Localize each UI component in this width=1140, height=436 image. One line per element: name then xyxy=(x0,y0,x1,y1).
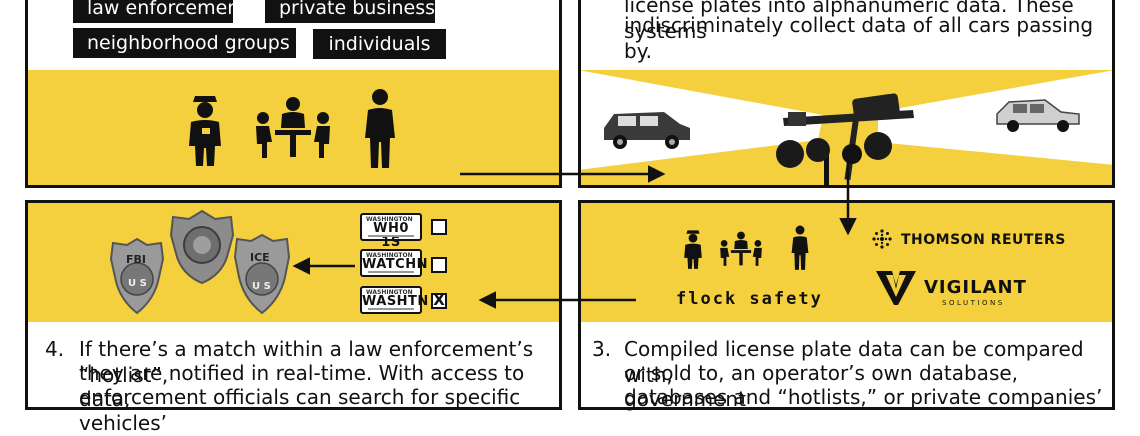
camera-icon xyxy=(776,93,900,168)
ice-badge-icon xyxy=(233,233,291,315)
globe-icon xyxy=(872,229,892,249)
plate-1-checkbox xyxy=(431,219,447,235)
meeting-group-icon xyxy=(256,97,330,158)
tag-individuals: individuals xyxy=(313,29,446,59)
plate-2-checkbox xyxy=(431,257,447,273)
fbi-badge-mid: U S xyxy=(128,278,147,289)
person-icon xyxy=(791,225,809,270)
panel-operators-text: law enforcement private businesses neigh… xyxy=(25,0,562,70)
vigilant-mark-icon xyxy=(876,271,916,305)
fbi-badge-icon xyxy=(109,237,165,315)
plate-2-state: WASHINGTON xyxy=(366,252,413,259)
panel-operators-icons xyxy=(25,70,562,188)
car-icon xyxy=(996,99,1080,132)
panel-step3-text: 3. Compiled license plate data can be co… xyxy=(578,322,1115,411)
person-icon xyxy=(365,89,395,168)
checkbox-x-mark: X xyxy=(433,291,445,309)
step4-line2: they are notified in real-time. With acc… xyxy=(79,361,525,411)
step3-number: 3. xyxy=(592,337,612,361)
flow-arrows xyxy=(292,155,857,309)
step4-line1: If there’s a match within a law enforcem… xyxy=(79,337,534,387)
tag-neighborhood-groups: neighborhood groups xyxy=(73,28,296,58)
meeting-group-icon xyxy=(720,231,762,266)
plate-3-state: WASHINGTON xyxy=(366,289,413,296)
panel-camera-scene xyxy=(578,70,1115,188)
plate-1-number: WH0 1S xyxy=(373,221,409,250)
plate-1-state: WASHINGTON xyxy=(366,216,413,223)
vigilant-logo: VIGILANT xyxy=(924,277,1027,298)
plate-1: WASHINGTON WH0 1S xyxy=(360,213,422,250)
step2-line2: indiscriminately collect data of all car… xyxy=(624,13,1094,63)
plate-3-number: WASHTN xyxy=(362,294,429,309)
seal-badge-icon xyxy=(169,209,235,285)
thomson-reuters-logo: THOMSON REUTERS xyxy=(901,232,1066,248)
panel-step2-text: license plates into alphanumeric data. T… xyxy=(578,0,1115,70)
ice-badge-mid: U S xyxy=(252,281,271,292)
plate-3: WASHINGTON WASHTN xyxy=(360,286,429,314)
step2-line1: license plates into alphanumeric data. T… xyxy=(624,0,1074,43)
plate-2: WASHINGTON WATCHN xyxy=(360,249,428,277)
plate-3-checkbox-checked: X xyxy=(431,291,447,309)
fbi-badge-label: FBI xyxy=(126,253,146,266)
police-officer-icon xyxy=(684,230,702,269)
vigilant-logo-sub: SOLUTIONS xyxy=(942,299,1005,307)
tag-law-enforcement: law enforcement xyxy=(73,0,247,23)
plate-2-number: WATCHN xyxy=(362,257,428,272)
police-officer-icon xyxy=(189,96,221,166)
tag-private-businesses: private businesses xyxy=(265,0,457,23)
step4-number: 4. xyxy=(45,337,65,361)
ice-badge-label: ICE xyxy=(250,251,270,264)
flock-safety-logo: flock safety xyxy=(676,289,823,309)
car-icon xyxy=(604,112,690,149)
step3-line1: Compiled license plate data can be compa… xyxy=(624,337,1084,387)
